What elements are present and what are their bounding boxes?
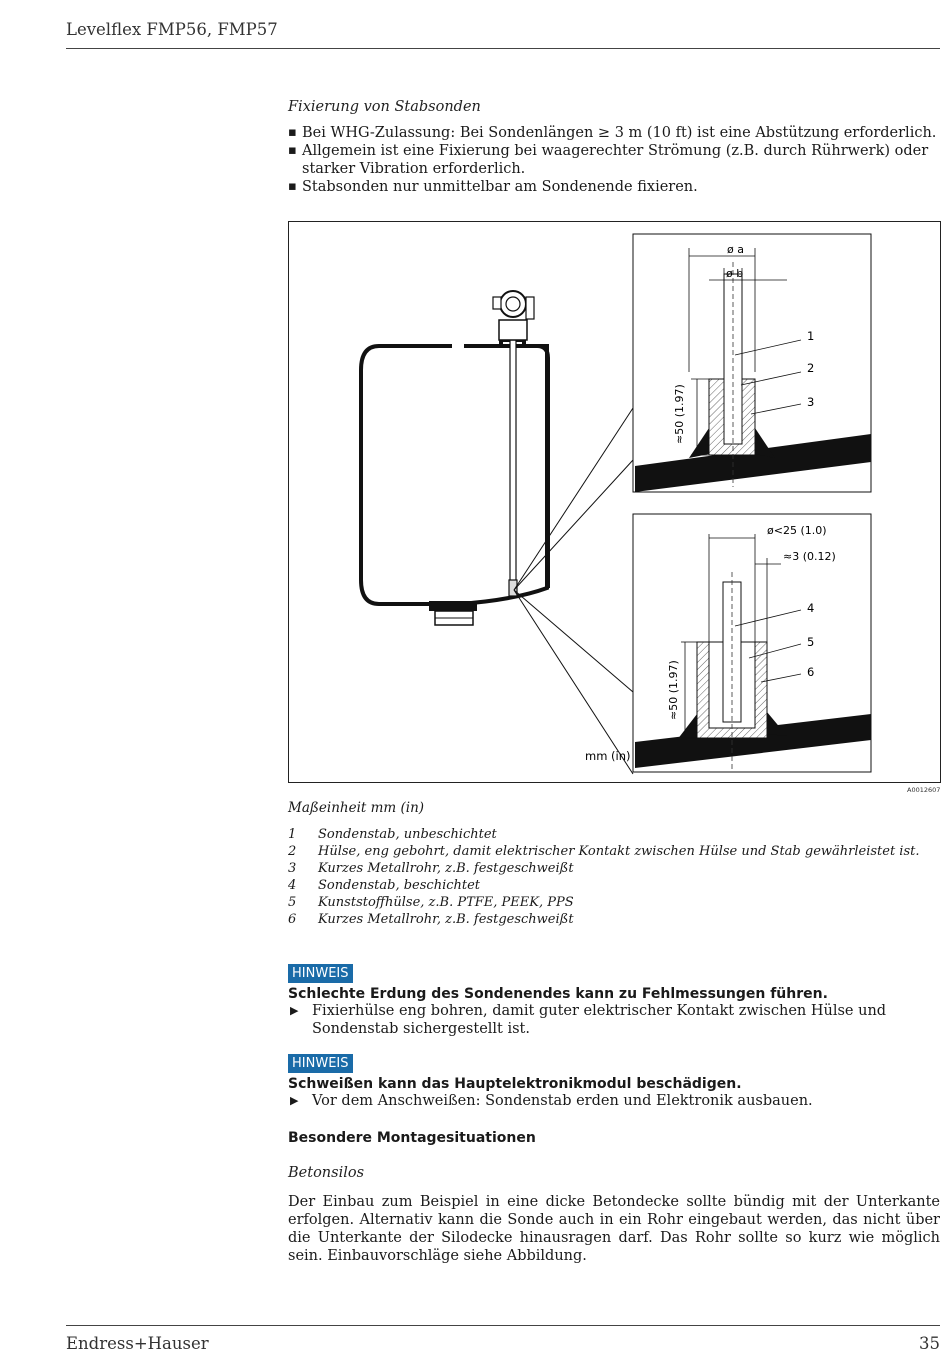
notice-action: ▶ Fixierhülse eng bohren, damit guter el… [290, 1003, 887, 1037]
label-unit: mm (in) [585, 749, 631, 763]
notice-badge: HINWEIS [288, 1054, 353, 1073]
bullet-item: Stabsonden nur unmittelbar am Sondenende… [288, 178, 940, 196]
notice-badge: HINWEIS [288, 964, 353, 983]
label-n5: 5 [807, 635, 814, 649]
section-paragraph: Der Einbau zum Beispiel in eine dicke Be… [288, 1194, 940, 1264]
notice-title: Schweißen kann das Hauptelektronikmodul … [288, 1076, 742, 1092]
detail-uncoated-probe: ø a ø b 1 2 3 ≈50 (1.97) [632, 233, 872, 493]
probe-fixing-figure: ø a ø b 1 2 3 ≈50 (1.97) [288, 221, 941, 783]
probe-fixing-drawing: ø a ø b 1 2 3 ≈50 (1.97) [359, 233, 872, 775]
section-subtitle: Betonsilos [288, 1165, 365, 1181]
figure-id: A0012607 [907, 786, 941, 794]
page-header-title: Levelflex FMP56, FMP57 [66, 20, 278, 39]
footer-rule [66, 1325, 940, 1326]
notice-welding: HINWEIS Schweißen kann das Hauptelektron… [288, 1052, 940, 1110]
arrow-right-icon: ▶ [290, 1094, 299, 1107]
bullet-item: Allgemein ist eine Fixierung bei waagere… [288, 142, 940, 178]
label-n6: 6 [807, 665, 814, 679]
arrow-right-icon: ▶ [290, 1004, 299, 1017]
callout-lines [513, 407, 634, 775]
label-n4: 4 [807, 601, 814, 615]
label-dia-b: ø b [726, 267, 743, 280]
footer-page-number: 35 [919, 1334, 940, 1353]
fixing-subtitle: Fixierung von Stabsonden [288, 99, 481, 115]
label-dia-a: ø a [727, 243, 744, 256]
label-n2: 2 [807, 361, 814, 375]
special-situations-section: Besondere Montagesituationen Betonsilos … [288, 1130, 940, 1265]
label-wall-3: ≈3 (0.12) [783, 550, 836, 563]
label-n1: 1 [807, 329, 814, 343]
label-height-top: ≈50 (1.97) [673, 384, 686, 444]
notice-action: ▶ Vor dem Anschweißen: Sondenstab erden … [290, 1093, 813, 1109]
figure-caption: Maßeinheit mm (in) [288, 800, 425, 816]
detail-coated-probe: ø<25 (1.0) ≈3 (0.12) 4 5 6 ≈50 (1.97) [632, 513, 872, 773]
fixing-section: Fixierung von Stabsonden Bei WHG-Zulassu… [288, 99, 940, 196]
fixing-bullet-list: Bei WHG-Zulassung: Bei Sondenlängen ≥ 3 … [288, 124, 940, 196]
notice-grounding: HINWEIS Schlechte Erdung des Sondenendes… [288, 962, 940, 1038]
label-n3: 3 [807, 395, 814, 409]
tank-drawing [359, 290, 550, 626]
header-rule [66, 48, 940, 49]
notice-title: Schlechte Erdung des Sondenendes kann zu… [288, 986, 828, 1002]
footer-company: Endress+Hauser [66, 1334, 209, 1353]
section-heading: Besondere Montagesituationen [288, 1130, 536, 1146]
label-height-bottom: ≈50 (1.97) [667, 660, 680, 720]
bullet-item: Bei WHG-Zulassung: Bei Sondenlängen ≥ 3 … [288, 124, 940, 142]
label-dia-25: ø<25 (1.0) [767, 524, 827, 537]
